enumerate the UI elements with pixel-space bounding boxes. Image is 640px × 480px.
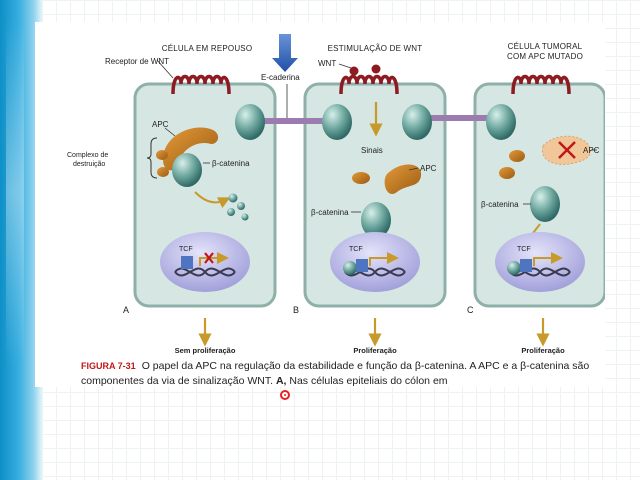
tcf-factor-c (520, 259, 532, 272)
wnt-ligand (349, 66, 359, 76)
label-beta-catenin-a: β-catenina (212, 159, 250, 168)
label-apc-b: APC (420, 164, 437, 173)
beta-catenin-bound (235, 104, 265, 140)
beta-catenin-junction-c1 (402, 104, 432, 140)
beta-catenin-free (361, 202, 391, 238)
degraded-fragment (228, 193, 238, 203)
dna-b-strand (344, 267, 406, 277)
apc-pointer-line (408, 167, 419, 171)
wnt-pointer-line (338, 63, 352, 69)
receptor-pointer-line (156, 59, 174, 79)
panel-letter-a: A (123, 305, 130, 315)
beta-catenin-junction-c2 (486, 104, 516, 140)
wnt-receptor-c (511, 74, 571, 95)
outcome-proliferation-b: Proliferação (353, 346, 397, 355)
panel-letter-b: B (293, 305, 300, 315)
degraded-fragment (241, 213, 249, 221)
apc-small-b (352, 172, 370, 184)
e-cadherin-junction-ab (253, 118, 323, 124)
beta-catenin-complex (172, 153, 202, 187)
transcription-arrow-b (369, 252, 399, 266)
caption-text-continued: Nas células epiteliais do cólon em (289, 375, 448, 387)
header-tumor-cell-line1: CÉLULA TUMORAL (507, 42, 583, 51)
e-cadherin-junction-bc (425, 115, 491, 121)
tcf-factor-b (356, 259, 368, 272)
outcome-no-proliferation: Sem proliferação (174, 346, 236, 355)
label-wnt-receptor: Receptor de WNT (105, 57, 170, 66)
caption-bold-a: A, (275, 375, 287, 387)
apc-small-c2 (499, 167, 515, 179)
e-cadherin-arrow (272, 34, 298, 72)
label-wnt: WNT (318, 59, 337, 68)
label-destruction-complex-1: Complexo de (67, 152, 109, 159)
wnt-receptor-a (171, 74, 231, 95)
laser-pointer-cursor (280, 390, 290, 400)
slide-canvas: CÉLULA EM REPOUSO ESTIMULAÇÃO DE WNT CÉL… (35, 22, 605, 387)
dna-c-strand (509, 267, 571, 277)
label-beta-catenin-b: β-catenina (311, 208, 349, 217)
destruction-bracket (146, 137, 158, 179)
beta-catenin-nuclear-b (343, 261, 357, 275)
label-destruction-complex-2: destruição (73, 161, 106, 168)
nucleus-b (330, 232, 420, 292)
label-apc-c: APC (583, 146, 600, 155)
blocked-mark-icon (204, 252, 214, 264)
label-beta-catenin-c: β-catenina (481, 200, 519, 209)
blocked-transcription-arrow (199, 252, 229, 266)
transcription-arrow-c (533, 252, 563, 266)
wnt-receptor-b (339, 74, 399, 95)
beta-catenin-junction-b (322, 104, 352, 140)
apc-mutation-x-icon (558, 141, 576, 159)
label-e-cadherin: E-caderina (261, 73, 300, 82)
tcf-factor-a (181, 256, 193, 269)
label-tcf-a: TCF (179, 246, 193, 253)
apc-pointer-line (164, 127, 176, 137)
destruction-small-a2 (157, 167, 169, 177)
label-tcf-b: TCF (349, 246, 363, 253)
nucleus-c (495, 232, 585, 292)
apc-protein-b (384, 164, 422, 195)
panel-letter-c: C (467, 305, 474, 315)
figure-label: FIGURA 7-31 (81, 361, 136, 371)
label-signals: Sinais (361, 146, 383, 155)
degradation-arrow (194, 191, 231, 209)
outcome-proliferation-c: Proliferação (521, 346, 565, 355)
wnt-ligand (371, 64, 381, 74)
degraded-fragment (227, 208, 235, 216)
wnt-pathway-diagram (133, 34, 605, 347)
header-tumor-cell-line2: COM APC MUTADO (507, 52, 583, 61)
apc-small-c (509, 150, 525, 162)
header-resting-cell: CÉLULA EM REPOUSO (161, 44, 253, 53)
degraded-fragment (237, 202, 245, 210)
label-apc-a: APC (152, 120, 169, 129)
beta-catenin-free-c (530, 186, 560, 222)
destruction-small-a1 (156, 150, 168, 160)
header-wnt-stimulation: ESTIMULAÇÃO DE WNT (327, 44, 423, 53)
dna-a-strand (174, 267, 236, 277)
caption-text: O papel da APC na regulação da estabilid… (81, 360, 590, 387)
beta-catenin-nuclear-c (507, 261, 521, 275)
label-tcf-c: TCF (517, 246, 531, 253)
